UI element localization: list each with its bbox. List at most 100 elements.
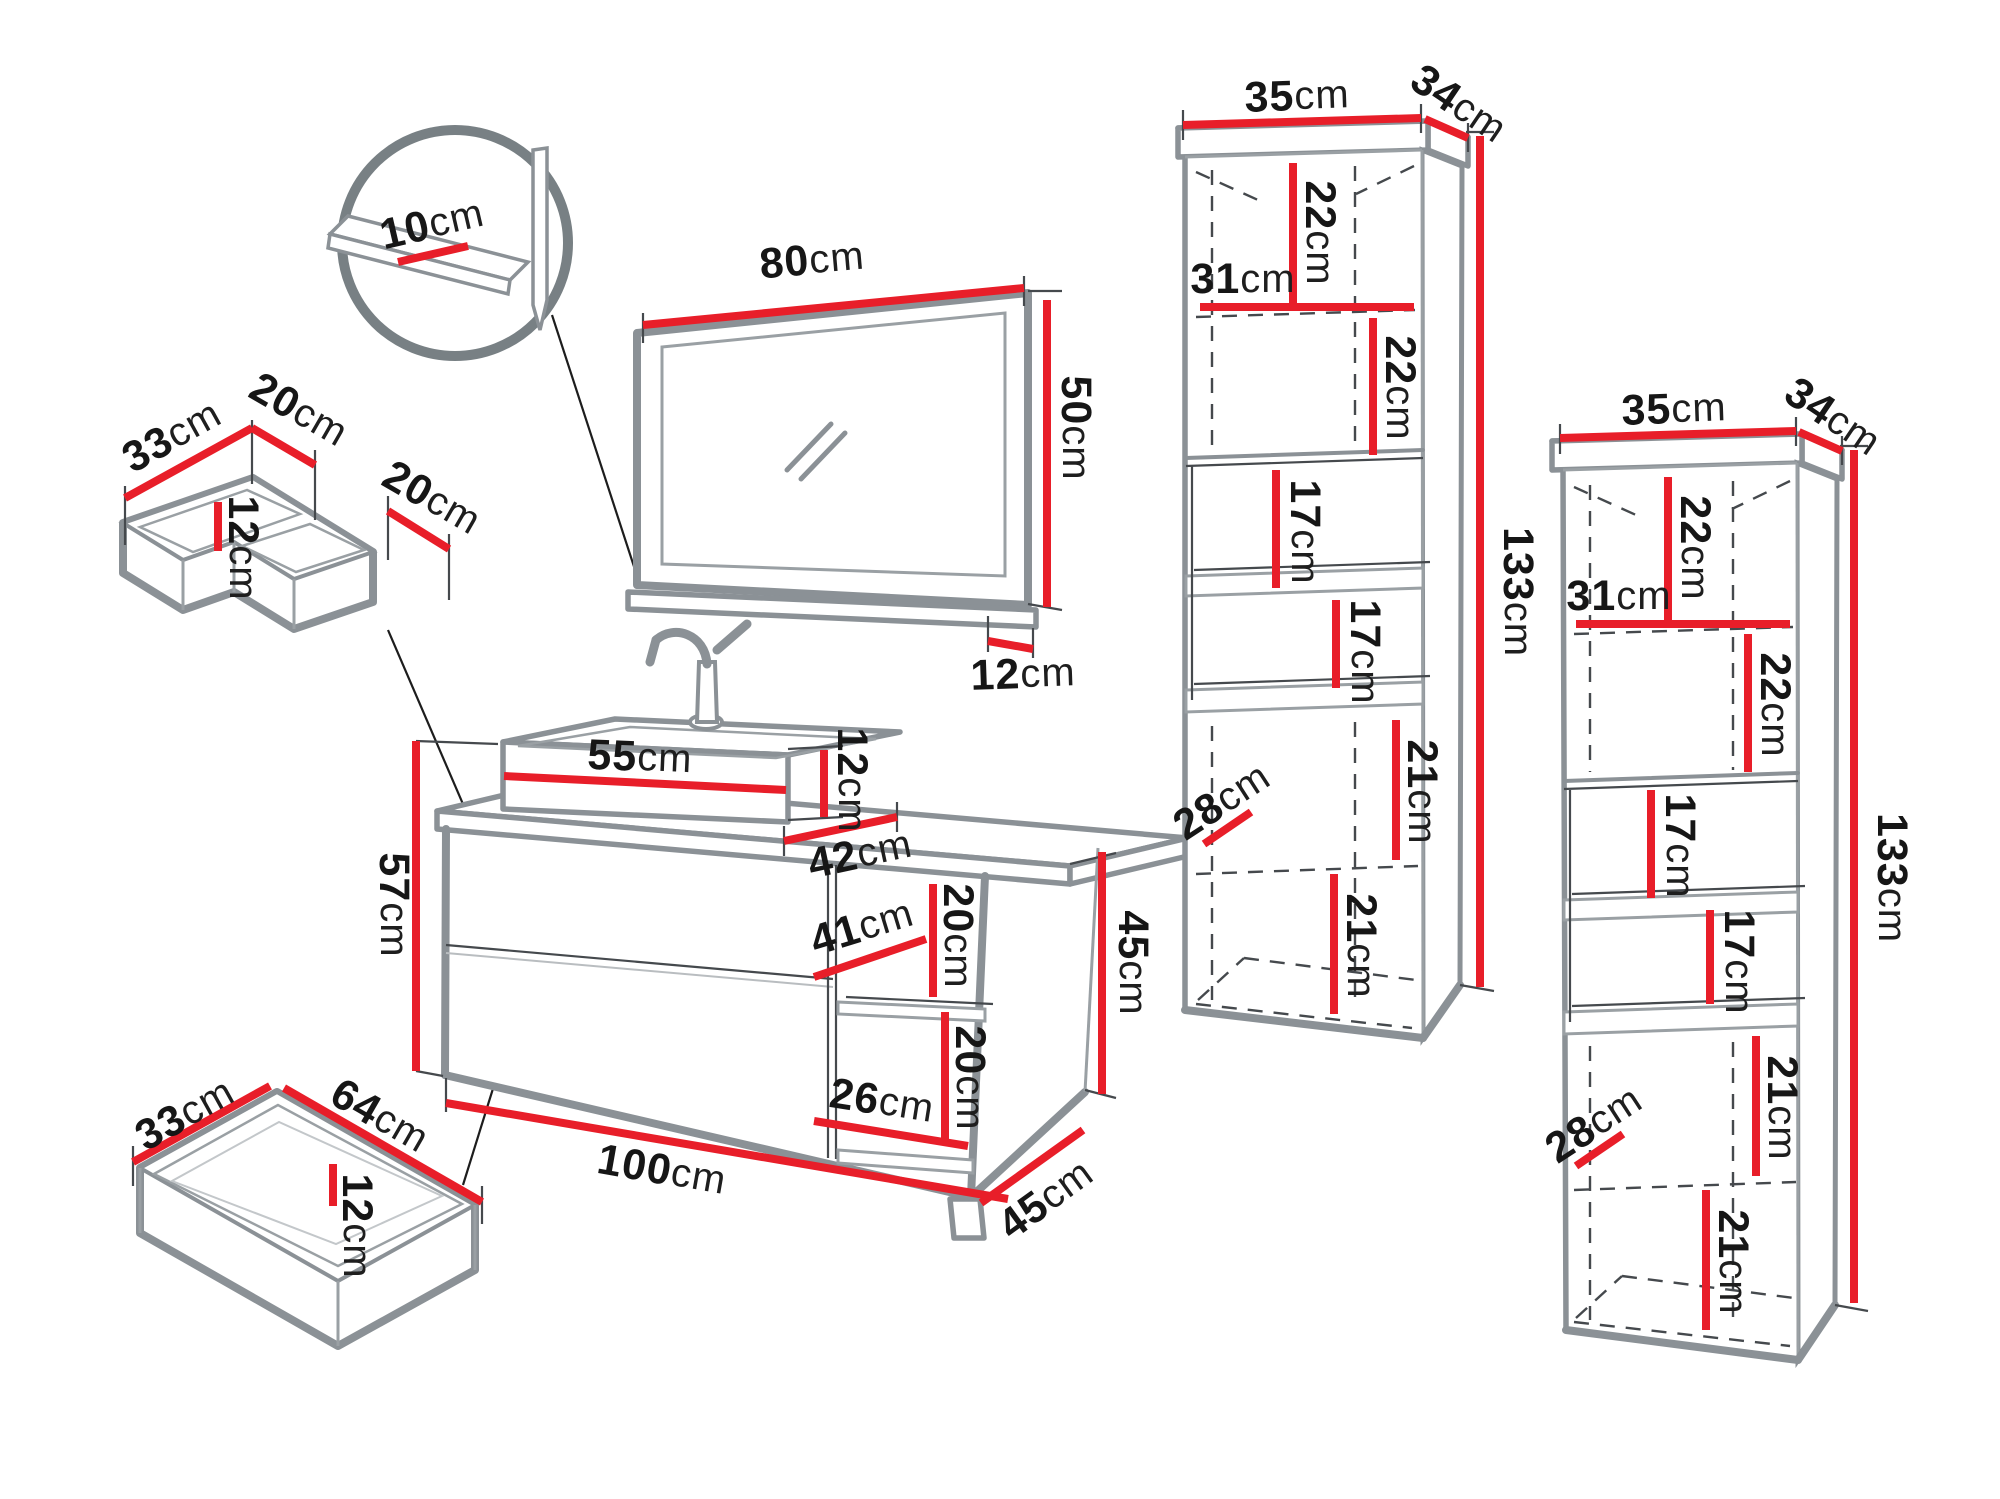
red-dimension-line	[131, 1082, 272, 1166]
cabinet-side-face	[1419, 146, 1465, 1046]
shelf-corner-detail: 10cm	[326, 125, 573, 361]
dim-label-organizer-12: 12cm	[219, 495, 267, 600]
vanity-unit: 55cm 12cm 42cm 57cm 20cm 41cm 20cm 26cm …	[370, 619, 1191, 1249]
dim-label-sink-height: 12cm	[828, 727, 876, 832]
open-shelf-top	[1193, 560, 1431, 572]
dim-label-section-22-top: 22cm	[1671, 495, 1719, 600]
dim-label-drawer-height: 12cm	[333, 1173, 381, 1278]
dim-label-cabinet-width: 35cm	[1244, 70, 1351, 122]
dim-label-cabinet-height: 133cm	[1868, 813, 1916, 943]
red-dimension-line	[397, 242, 469, 266]
open-shelf	[1562, 890, 1800, 922]
faucet-lever	[712, 619, 752, 655]
cabinet-right-edge	[1420, 149, 1425, 1039]
red-dimension-line	[978, 1126, 1086, 1207]
dim-label-side-height: 45cm	[1109, 910, 1157, 1015]
cabinet-top-edge	[1184, 148, 1423, 159]
hidden-line	[1195, 308, 1416, 319]
red-dimension-line	[123, 424, 254, 502]
inner-drawer: 33cm 64cm 12cm	[127, 1069, 484, 1350]
mirror-shelf	[625, 589, 1039, 630]
mirror: 80cm 50cm 12cm	[625, 232, 1100, 700]
red-dimension-line	[1182, 114, 1422, 129]
hidden-line	[1195, 1002, 1413, 1030]
vanity-side-back-edge	[1083, 847, 1100, 1093]
drawer-inner-rim	[151, 1103, 465, 1268]
dim-label-inner-width-31: 31cm	[1190, 255, 1295, 303]
red-dimension-line	[642, 284, 1025, 329]
leader-detail-to-mirror	[550, 314, 642, 586]
sink-basin-rim	[517, 725, 877, 760]
red-dimension-line	[987, 637, 1034, 653]
hidden-line	[1573, 1180, 1797, 1192]
faucet-column	[694, 660, 720, 724]
dim-label-section-22-top: 22cm	[1296, 180, 1344, 285]
carcass-line	[1562, 771, 1800, 783]
tick	[415, 1069, 444, 1078]
dim-label-section-21-lower: 21cm	[1709, 1209, 1757, 1314]
open-shelf	[1184, 566, 1425, 598]
dim-label-section-21-upper: 21cm	[1758, 1055, 1806, 1160]
dim-label-inner-width-31: 31cm	[1566, 572, 1671, 620]
hidden-line	[1573, 1320, 1791, 1348]
tick	[415, 739, 499, 746]
vanity-side-face	[971, 848, 1098, 1197]
hidden-line	[1195, 864, 1419, 876]
carcass-line	[1184, 448, 1425, 460]
red-dimension-line	[812, 935, 928, 981]
dim-label-sink-width: 55cm	[586, 731, 693, 784]
red-dimension-line	[249, 424, 318, 469]
faucet-spout	[651, 627, 712, 669]
shelf-front-face	[326, 231, 512, 297]
drawer-organizer: 33cm 20cm 12cm 20cm	[114, 363, 489, 633]
red-dimension-line	[445, 1099, 1009, 1203]
dim-label-shelf-depth: 10cm	[375, 189, 488, 259]
open-shelf-top	[1571, 996, 1806, 1008]
red-dimension-line	[1797, 428, 1844, 455]
vanity-left-edge	[441, 825, 450, 1079]
dim-label-section-22-second: 22cm	[1376, 335, 1424, 440]
red-dimension-line	[1423, 115, 1470, 142]
tick	[1834, 1303, 1869, 1313]
dim-label-shelf-17-lower: 17cm	[1341, 599, 1389, 704]
red-dimension-line	[813, 1117, 969, 1150]
organizer-compartment	[238, 522, 368, 574]
dim-label-organizer-20-right: 20cm	[374, 451, 489, 545]
mirror-glass	[660, 311, 1007, 578]
drawer-split-line	[445, 943, 834, 981]
hidden-line	[1573, 485, 1637, 517]
hidden-line	[1195, 170, 1259, 202]
tall-cabinet-left: 35cm 34cm 22cm 31cm 22cm 17cm 17cm 21cm …	[1165, 55, 1542, 1046]
dim-label-shelf-17-upper: 17cm	[1281, 479, 1329, 584]
open-shelf-top	[845, 995, 994, 1006]
open-shelf-top	[1193, 674, 1431, 686]
dim-label-upper-shelf-height: 20cm	[934, 883, 982, 988]
dim-label-section-22-second: 22cm	[1751, 652, 1799, 757]
dim-label-shelf-17-upper: 17cm	[1656, 793, 1704, 898]
tick	[1459, 983, 1495, 993]
faucet-spout-tip	[645, 635, 661, 667]
cabinet-side-face	[1794, 459, 1840, 1369]
hidden-line	[1573, 625, 1794, 636]
vanity-foot	[947, 1196, 987, 1241]
carcass-line	[1185, 456, 1424, 468]
hidden-line	[1731, 479, 1791, 511]
drawer-split-line	[445, 952, 834, 988]
red-dimension-line	[503, 772, 787, 794]
bottom-board	[836, 1148, 975, 1175]
dim-label-bottom-width: 26cm	[826, 1069, 937, 1133]
cabinet-side-bottom-edge	[1419, 981, 1464, 1042]
mirror-shine	[798, 430, 848, 482]
tick	[787, 815, 844, 822]
red-dimension-line	[385, 507, 452, 553]
vanity-side-bottom-edge	[967, 1088, 1089, 1201]
dim-label-organizer-20-top: 20cm	[241, 363, 356, 457]
dim-label-section-21-upper: 21cm	[1398, 739, 1446, 844]
dim-label-shelf-17-lower: 17cm	[1715, 909, 1763, 1014]
dim-label-mirror-width: 80cm	[758, 232, 867, 289]
dim-label-vanity-height: 57cm	[370, 852, 418, 957]
drawer-floor	[169, 1120, 445, 1246]
tick	[1069, 851, 1117, 866]
hidden-line	[1197, 957, 1245, 1001]
